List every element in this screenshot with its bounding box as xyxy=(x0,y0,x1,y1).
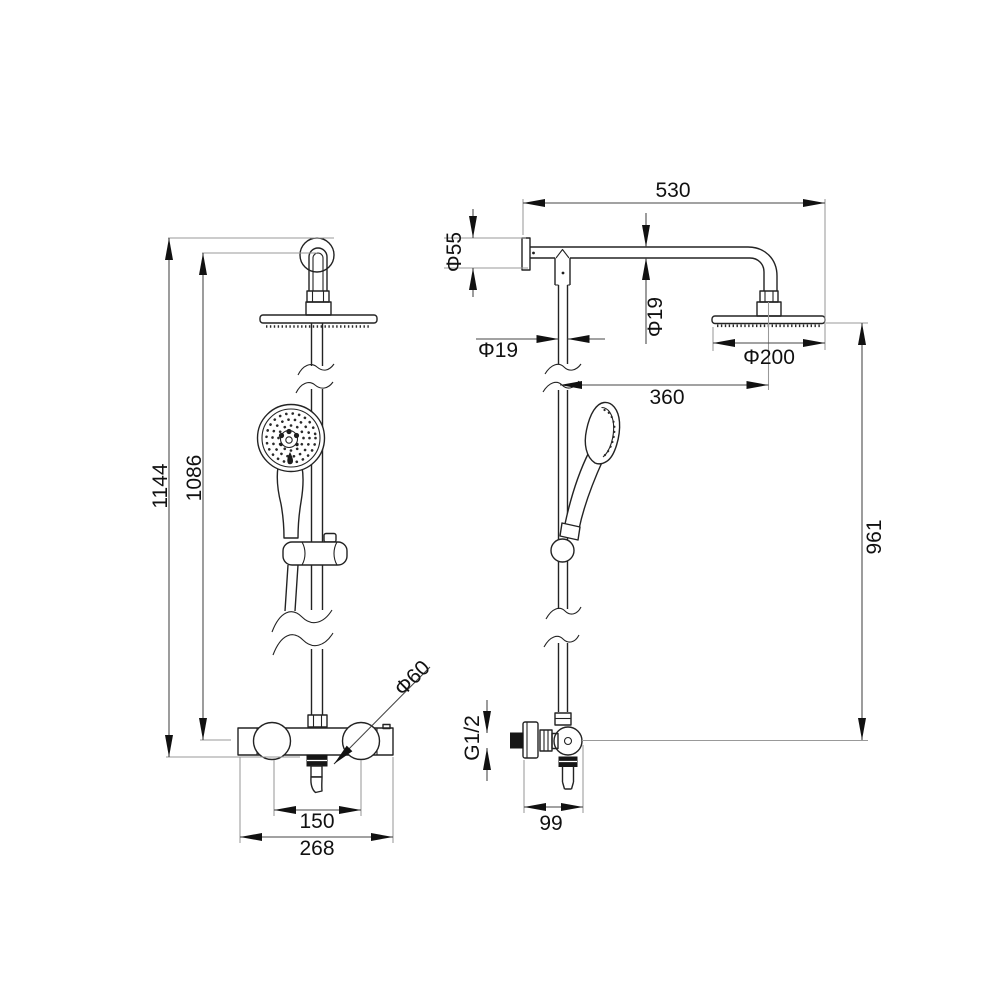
front-column xyxy=(310,323,324,715)
side-wall-flange-top xyxy=(521,237,535,271)
dim-valve-width: 268 xyxy=(240,833,393,860)
dim-outlet-spacing: 150 xyxy=(274,806,361,833)
front-rain-head xyxy=(259,314,378,328)
dim-height-to-arm-label: 1086 xyxy=(183,455,206,502)
dim-flange-diameter-label: Φ55 xyxy=(443,232,466,272)
front-mixer-valve xyxy=(237,714,394,794)
dim-column-tube-diameter: Φ19 xyxy=(476,335,605,362)
side-wall-flange-bottom xyxy=(522,721,539,759)
side-pipe-break-upper xyxy=(542,363,582,393)
side-hand-shower-connector xyxy=(559,522,581,541)
dim-head-offset-label: 360 xyxy=(649,386,684,409)
front-hose xyxy=(284,564,299,612)
side-hand-shower xyxy=(550,401,621,563)
front-holder-knob xyxy=(323,532,337,543)
side-outlet-tube xyxy=(561,766,575,790)
side-pipe-break-lower xyxy=(543,606,582,648)
dim-inlet-thread-label: G1/2 xyxy=(461,715,484,761)
dim-valve-width-label: 268 xyxy=(299,837,334,860)
dim-valve-projection: 99 xyxy=(524,803,583,835)
dim-height-to-arm: 1086 xyxy=(183,253,207,740)
dim-outlet-spacing-label: 150 xyxy=(299,810,334,833)
front-slider-holder xyxy=(282,532,348,566)
dim-arm-reach: 530 xyxy=(523,179,825,207)
dim-column-height: 961 xyxy=(858,323,886,740)
side-dimensions: 530 Φ55 Φ19 Φ19 xyxy=(443,179,886,835)
front-hand-shower-ornament xyxy=(278,428,300,465)
dim-arm-tube-diameter: Φ19 xyxy=(642,213,667,344)
front-pipe-break-lower xyxy=(271,609,334,656)
front-spout xyxy=(310,776,323,794)
front-outlet-tube xyxy=(310,765,323,778)
front-arm-nut xyxy=(305,290,332,316)
dim-spout-diameter: Φ60 xyxy=(331,656,435,767)
side-shower-arm xyxy=(530,246,778,291)
dim-arm-reach-label: 530 xyxy=(655,179,690,202)
front-valve-handle-right xyxy=(341,721,381,761)
dim-head-diameter-label: Φ200 xyxy=(743,346,795,369)
dim-head-offset: 360 xyxy=(560,381,769,409)
front-column-nut xyxy=(307,714,328,728)
front-hand-shower-handle xyxy=(276,466,304,539)
side-slider-holder xyxy=(550,538,575,563)
dim-overall-height-label: 1144 xyxy=(149,463,172,508)
side-tee-junction xyxy=(554,248,571,286)
dim-flange-diameter: Φ55 xyxy=(443,209,477,297)
dim-arm-tube-diameter-label: Φ19 xyxy=(644,297,667,337)
front-hand-shower xyxy=(256,403,326,539)
side-valve-hexnut xyxy=(539,729,553,752)
dim-spout-diameter-label: Φ60 xyxy=(390,656,435,701)
dim-column-height-label: 961 xyxy=(863,519,886,554)
front-valve-button xyxy=(382,723,391,730)
side-mixer-valve xyxy=(510,712,583,790)
side-inlet-stub xyxy=(510,732,524,749)
dim-inlet-thread: G1/2 xyxy=(461,700,491,781)
front-dimensions: 1144 1086 150 268 xyxy=(149,237,435,860)
front-view: 1144 1086 150 268 xyxy=(149,237,435,860)
dim-valve-projection-label: 99 xyxy=(539,812,562,835)
front-pipe-break-upper xyxy=(295,363,335,394)
front-shower-arm xyxy=(308,247,328,291)
dim-overall-height: 1144 xyxy=(149,238,173,757)
front-wall-flange xyxy=(299,237,335,273)
side-column xyxy=(557,285,569,712)
side-view: 530 Φ55 Φ19 Φ19 xyxy=(443,179,886,835)
side-hand-shower-head xyxy=(584,401,621,465)
dim-column-tube-diameter-label: Φ19 xyxy=(478,339,518,362)
dim-head-diameter: Φ200 xyxy=(713,339,825,369)
front-valve-handle-left xyxy=(252,721,292,761)
